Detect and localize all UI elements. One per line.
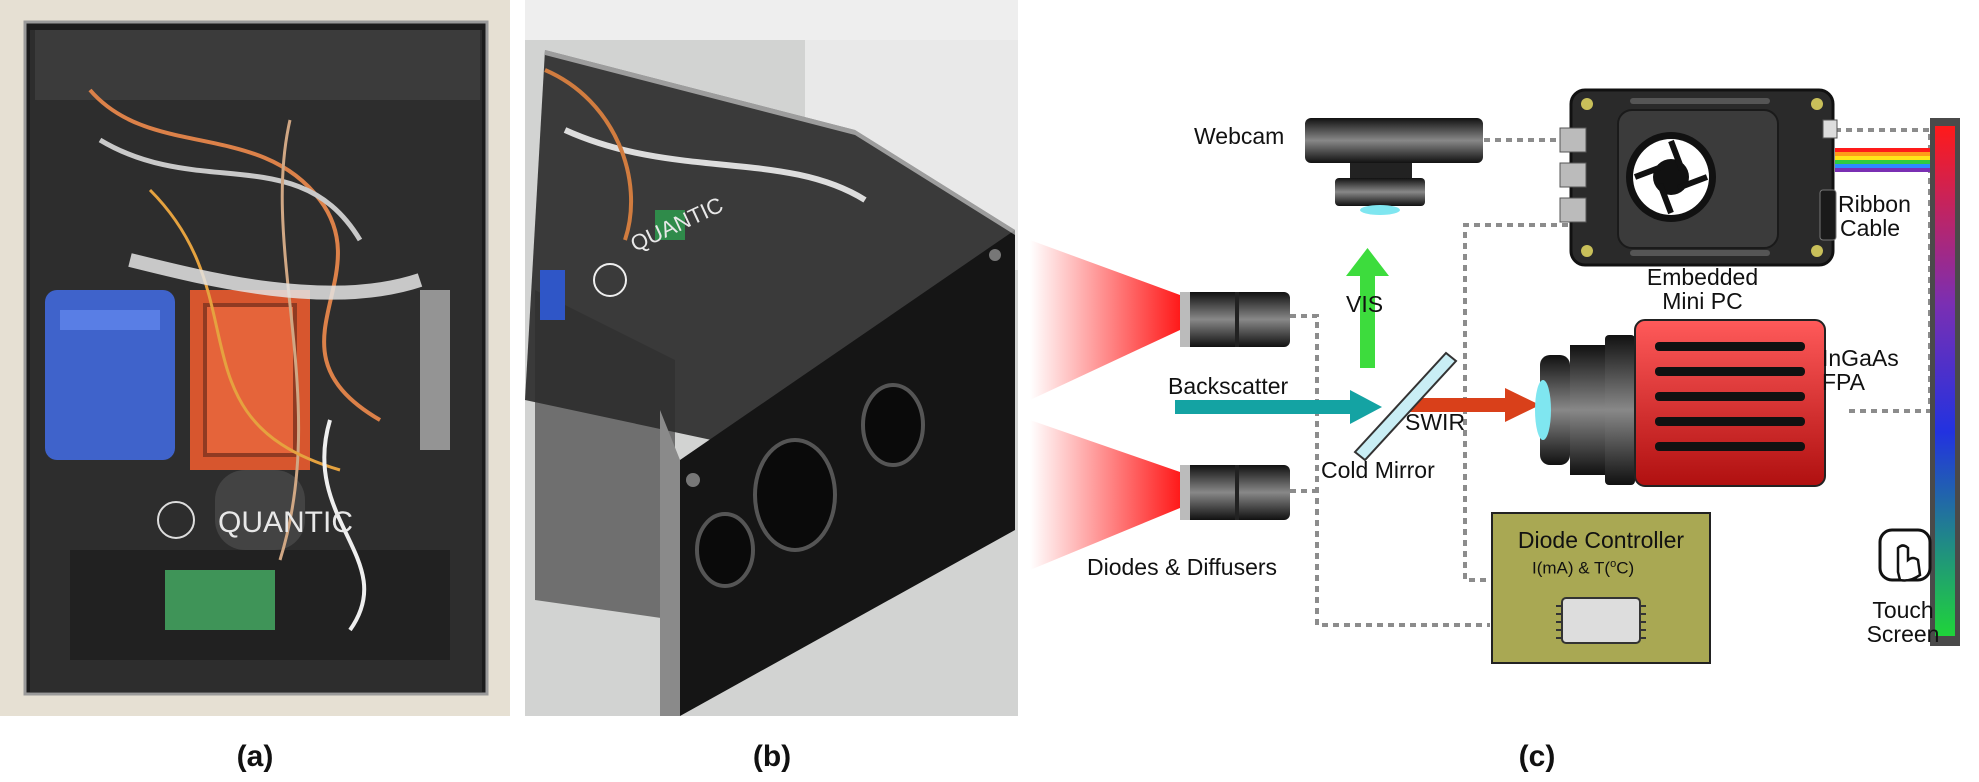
diode-controller-title: Diode Controller bbox=[1517, 527, 1685, 553]
diode-beam-top bbox=[1030, 240, 1180, 400]
webcam-label: Webcam bbox=[1194, 123, 1285, 149]
diode-controller-box bbox=[1491, 512, 1711, 664]
diode-controller-subtitle: I(mA) & T(oC) bbox=[1532, 558, 1635, 578]
cold-mirror-icon bbox=[1353, 351, 1458, 462]
backscatter-arrow bbox=[1175, 390, 1382, 424]
vis-label: VIS bbox=[1346, 291, 1384, 317]
quantic-logo-a: QUANTIC bbox=[218, 506, 353, 539]
diode-lens-bottom bbox=[1180, 465, 1290, 520]
ingaas-fpa-label: InGaAs FPA bbox=[1822, 345, 1899, 396]
touch-screen-label: Touch Screen bbox=[1866, 597, 1940, 648]
diodes-diffusers-label: Diodes & Diffusers bbox=[1087, 554, 1278, 580]
caption-a: (a) bbox=[236, 740, 274, 773]
touch-screen-display bbox=[1930, 118, 1960, 646]
diode-beam-bottom bbox=[1030, 420, 1180, 570]
mini-pc-icon bbox=[1559, 88, 1838, 267]
photo-device-perspective: QUANTIC bbox=[525, 0, 1018, 716]
system-schematic-diagram: Webcam VIS Backscatter SWIR Cold Mirror … bbox=[1030, 0, 1979, 716]
diode-lens-top bbox=[1180, 292, 1290, 347]
photo-device-top-view: QUANTIC bbox=[0, 0, 510, 716]
ingaas-camera-icon bbox=[1535, 319, 1826, 487]
caption-c: (c) bbox=[1518, 740, 1556, 773]
ribbon-cable-label: Ribbon Cable bbox=[1838, 191, 1911, 242]
cold-mirror-label: Cold Mirror bbox=[1321, 457, 1435, 483]
ribbon-cable-icon bbox=[1835, 148, 1945, 172]
touch-hand-icon bbox=[1878, 528, 1932, 582]
mini-pc-label: Embedded Mini PC bbox=[1646, 264, 1759, 315]
vis-arrow bbox=[1346, 248, 1389, 368]
caption-b: (b) bbox=[752, 740, 792, 773]
swir-label: SWIR bbox=[1405, 409, 1466, 435]
swir-arrow bbox=[1410, 388, 1540, 422]
backscatter-label: Backscatter bbox=[1168, 373, 1289, 399]
webcam-icon bbox=[1305, 118, 1483, 215]
